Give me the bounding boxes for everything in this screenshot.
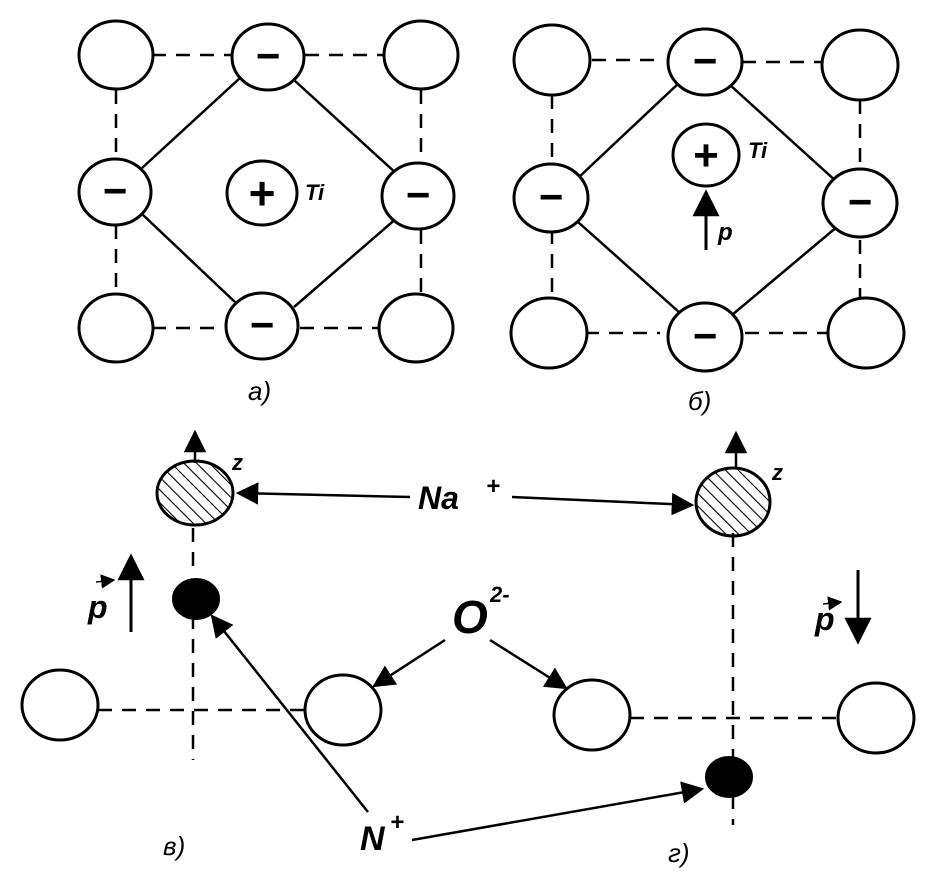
oxygen-ion (303, 673, 383, 747)
ti-label: Ti (305, 180, 325, 205)
bond-line (731, 225, 839, 316)
nitrogen-ion (705, 756, 753, 798)
corner-atom (512, 23, 592, 97)
bond-line (577, 221, 681, 314)
z-label: z (771, 460, 783, 485)
cation-sign: + (249, 167, 276, 219)
panel-a (77, 19, 460, 364)
nitrogen-ion (172, 578, 220, 620)
anion (512, 162, 590, 234)
sodium-ion (155, 459, 235, 527)
oxygen-ion (20, 668, 100, 742)
ti-cation (225, 159, 299, 227)
oxygen-charge: 2- (489, 582, 510, 607)
corner-atom (826, 296, 906, 370)
anion (666, 27, 744, 97)
bond-line (141, 213, 237, 304)
oxygen-ion (552, 678, 632, 752)
anion (224, 291, 300, 361)
anion-sign: − (848, 178, 873, 225)
bond-line (141, 77, 241, 169)
p-label: p (814, 601, 835, 637)
anion-sign: − (693, 37, 718, 84)
caption-c: в) (163, 831, 185, 861)
corner-atom (509, 296, 589, 370)
bond-line (293, 216, 399, 308)
sodium-ion (694, 466, 772, 538)
p-label: p (717, 219, 733, 246)
anion-sign: − (250, 301, 275, 348)
anion-sign: − (256, 32, 281, 79)
anion (380, 161, 456, 231)
corner-atom (377, 292, 455, 364)
ti-cation (671, 122, 741, 188)
nitrogen-pointer-arrow (411, 781, 705, 842)
panel-cd (20, 429, 916, 842)
anion (77, 157, 153, 227)
panel-a-text: − − − − + Ti а) (103, 32, 431, 406)
corner-atom (382, 19, 460, 91)
anion (821, 167, 899, 239)
ti-label: Ti (748, 138, 768, 163)
sodium-label: Na (418, 480, 459, 516)
panel-b (509, 23, 906, 373)
sodium-pointer-arrow (511, 492, 695, 516)
caption-a: а) (248, 376, 271, 406)
oxygen-ion (836, 681, 916, 755)
anion-sign: − (693, 312, 718, 359)
panel-b-text: − − − − + Ti p б) (539, 37, 873, 416)
cation-sign: + (693, 131, 719, 180)
corner-atom (77, 19, 155, 91)
caption-b: б) (688, 386, 711, 416)
nitrogen-charge: + (390, 809, 404, 836)
p-label: p (87, 589, 108, 625)
sodium-pointer-arrow (235, 482, 411, 505)
vector-mark (95, 574, 116, 589)
sodium-charge: + (486, 473, 500, 500)
anion-sign: − (539, 173, 564, 220)
vector-mark (822, 596, 843, 611)
panel-cd-text: z z p p Na + O 2- N + в) г) (87, 450, 835, 868)
bond-line (293, 79, 399, 176)
corner-atom (820, 28, 900, 102)
bond-line (577, 81, 681, 179)
anion (666, 301, 744, 373)
corner-atom (77, 292, 155, 364)
z-label: z (231, 450, 243, 475)
nitrogen-pointer-arrow (210, 614, 369, 813)
caption-d: г) (668, 838, 689, 868)
nitrogen-label: N (360, 820, 386, 858)
anion-sign: − (406, 171, 431, 218)
anion (230, 22, 306, 92)
oxygen-pointer-arrow (372, 638, 446, 688)
oxygen-pointer-arrow (489, 638, 568, 690)
oxygen-label: O (452, 591, 488, 643)
bond-line (729, 84, 839, 184)
anion-sign: − (103, 167, 128, 214)
